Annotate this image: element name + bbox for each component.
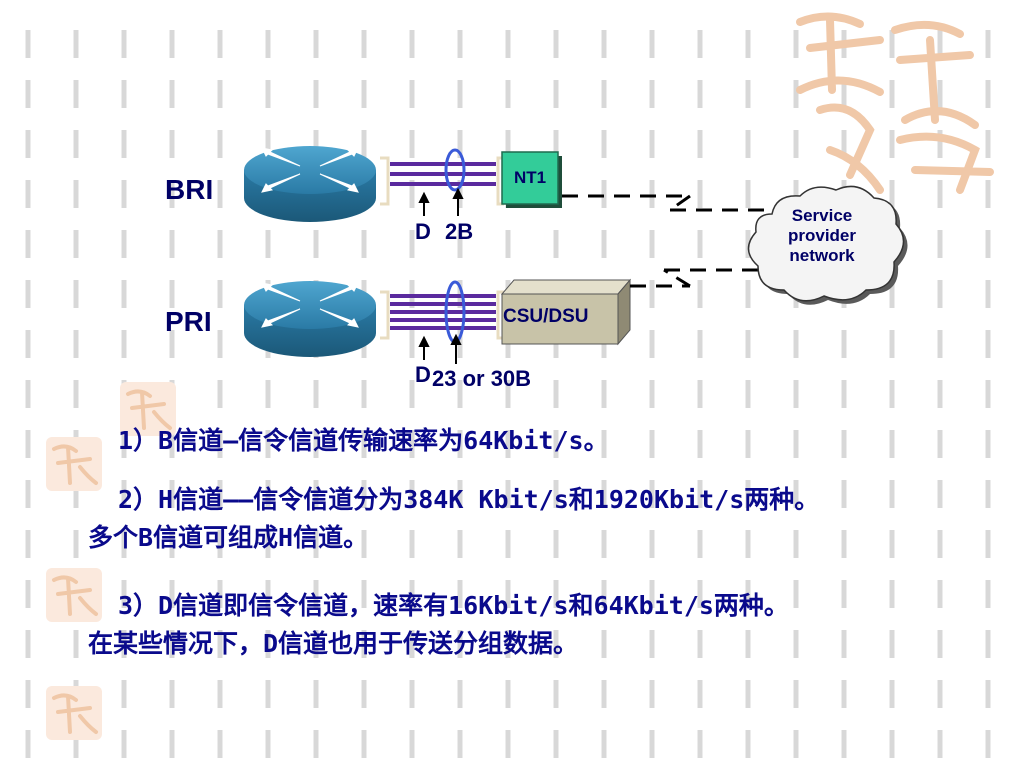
bri-channels xyxy=(390,162,496,186)
pri-channels xyxy=(390,294,496,330)
wan-link-pri xyxy=(630,268,765,288)
bri-interface xyxy=(380,156,504,206)
pri-router-icon xyxy=(244,281,376,357)
pri-b-channel-label: 23 or 30B xyxy=(432,366,532,391)
pri-d-channel-label: D xyxy=(415,362,431,387)
wan-link-bri xyxy=(562,194,765,212)
decorative-seal-small xyxy=(46,437,102,491)
cloud-label-line-2: provider xyxy=(787,226,857,245)
paragraph-3-line-1: 3）D信道即信令信道，速率有16Kbit/s和64Kbit/s两种。 xyxy=(118,591,789,620)
pri-arrows xyxy=(418,333,462,364)
decorative-seal-large xyxy=(796,12,994,194)
bri-label: BRI xyxy=(165,174,214,205)
paragraph-b-channel: 1）B信道—信令信道传输速率为64Kbit/s。 xyxy=(88,422,998,460)
service-provider-cloud-icon xyxy=(747,185,908,305)
paragraph-2-line-1: 2）H信道——信令信道分为384K Kbit/s和1920Kbit/s两种。 xyxy=(118,485,820,514)
bri-channel-ring xyxy=(444,148,466,192)
cloud-label-line-1: Service xyxy=(791,206,853,225)
paragraph-1-text: 1）B信道—信令信道传输速率为64Kbit/s。 xyxy=(118,426,609,455)
bri-b-channel-label: 2B xyxy=(445,219,474,244)
nt1-device xyxy=(501,151,562,208)
csu-dsu-device xyxy=(500,278,632,346)
bri-arrows xyxy=(418,187,464,216)
paragraph-d-channel: 3）D信道即信令信道，速率有16Kbit/s和64Kbit/s两种。 在某些情况… xyxy=(88,587,998,663)
decorative-seal-small xyxy=(120,382,176,436)
decorative-seal-small xyxy=(46,686,102,740)
csu-dsu-label: CSU/DSU xyxy=(503,306,589,327)
paragraph-h-channel: 2）H信道——信令信道分为384K Kbit/s和1920Kbit/s两种。 多… xyxy=(88,481,998,557)
pri-label: PRI xyxy=(165,306,212,337)
nt1-label: NT1 xyxy=(514,168,547,187)
bri-router-icon xyxy=(244,146,376,222)
bri-d-channel-label: D xyxy=(415,219,431,244)
cloud-label-line-3: network xyxy=(789,246,855,265)
pri-interface xyxy=(380,290,504,340)
paragraph-2-line-2: 多个B信道可组成H信道。 xyxy=(88,523,369,552)
paragraph-3-line-2: 在某些情况下，D信道也用于传送分组数据。 xyxy=(88,629,579,658)
decorative-seal-small xyxy=(46,568,102,622)
cloud-label: Service provider network xyxy=(766,206,878,266)
